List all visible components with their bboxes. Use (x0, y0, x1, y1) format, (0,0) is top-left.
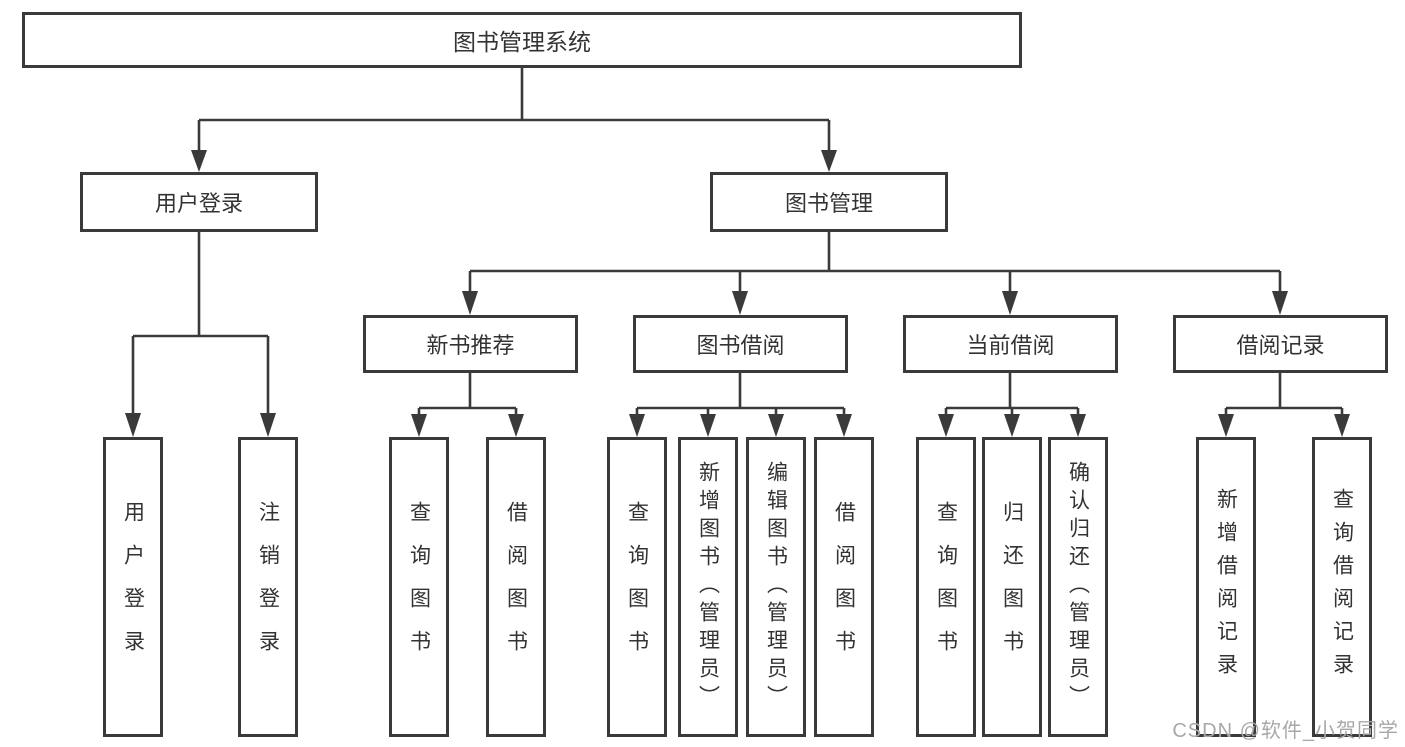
connector-book-borrowing-to-children (629, 373, 852, 437)
leaf-query-books-current: 查询图书 (916, 437, 976, 737)
leaf-query-books-borrowing: 查询图书 (607, 437, 667, 737)
node-new-book-recommend: 新书推荐 (363, 315, 578, 373)
node-label: 当前借阅 (966, 333, 1055, 358)
node-book-management: 图书管理 (710, 172, 948, 232)
node-label: 借阅图书 (832, 501, 856, 673)
leaf-return-books: 归还图书 (982, 437, 1042, 737)
node-label: 新增图书（管理员） (696, 461, 720, 713)
node-label: 归还图书 (1000, 501, 1024, 673)
node-label: 查询图书 (934, 501, 958, 673)
node-label: 查询图书 (407, 501, 431, 673)
node-label: 图书管理系统 (453, 29, 591, 55)
watermark: CSDN @软件_小贺同学 (1172, 720, 1399, 742)
connector-borrowing-records-to-children (1218, 373, 1350, 437)
leaf-confirm-return-admin: 确认归还（管理员） (1048, 437, 1108, 737)
node-label: 新书推荐 (426, 333, 515, 358)
node-borrowing-records: 借阅记录 (1173, 315, 1388, 373)
connector-root-to-level2 (191, 68, 837, 172)
node-label: 图书借阅 (696, 333, 785, 358)
node-label: 确认归还（管理员） (1066, 461, 1090, 713)
node-label: 借阅图书 (504, 501, 528, 673)
connector-book-management-to-level3 (462, 232, 1288, 315)
node-label: 用户登录 (154, 191, 243, 216)
node-label: 查询图书 (625, 501, 649, 673)
node-label: 用户登录 (121, 501, 145, 673)
node-label: 查询借阅记录 (1330, 488, 1354, 686)
leaf-query-books-recommend: 查询图书 (389, 437, 449, 737)
leaf-user-login: 用户登录 (103, 437, 163, 737)
leaf-borrow-books-borrowing: 借阅图书 (814, 437, 874, 737)
leaf-logout: 注销登录 (238, 437, 298, 737)
node-book-borrowing: 图书借阅 (633, 315, 848, 373)
node-label: 借阅记录 (1236, 333, 1325, 358)
leaf-add-books-admin: 新增图书（管理员） (678, 437, 738, 737)
leaf-edit-books-admin: 编辑图书（管理员） (746, 437, 806, 737)
leaf-query-borrow-record: 查询借阅记录 (1312, 437, 1372, 737)
connector-current-borrowing-to-children (938, 373, 1086, 437)
connector-user-login-to-children (125, 232, 276, 437)
node-library-system: 图书管理系统 (22, 12, 1022, 68)
leaf-add-borrow-record: 新增借阅记录 (1196, 437, 1256, 737)
node-user-login-group: 用户登录 (80, 172, 318, 232)
node-label: 编辑图书（管理员） (764, 461, 788, 713)
node-current-borrowing: 当前借阅 (903, 315, 1118, 373)
leaf-borrow-books-recommend: 借阅图书 (486, 437, 546, 737)
node-label: 注销登录 (256, 501, 280, 673)
node-label: 图书管理 (784, 191, 873, 216)
node-label: 新增借阅记录 (1214, 488, 1238, 686)
connector-new-book-to-children (411, 373, 524, 437)
